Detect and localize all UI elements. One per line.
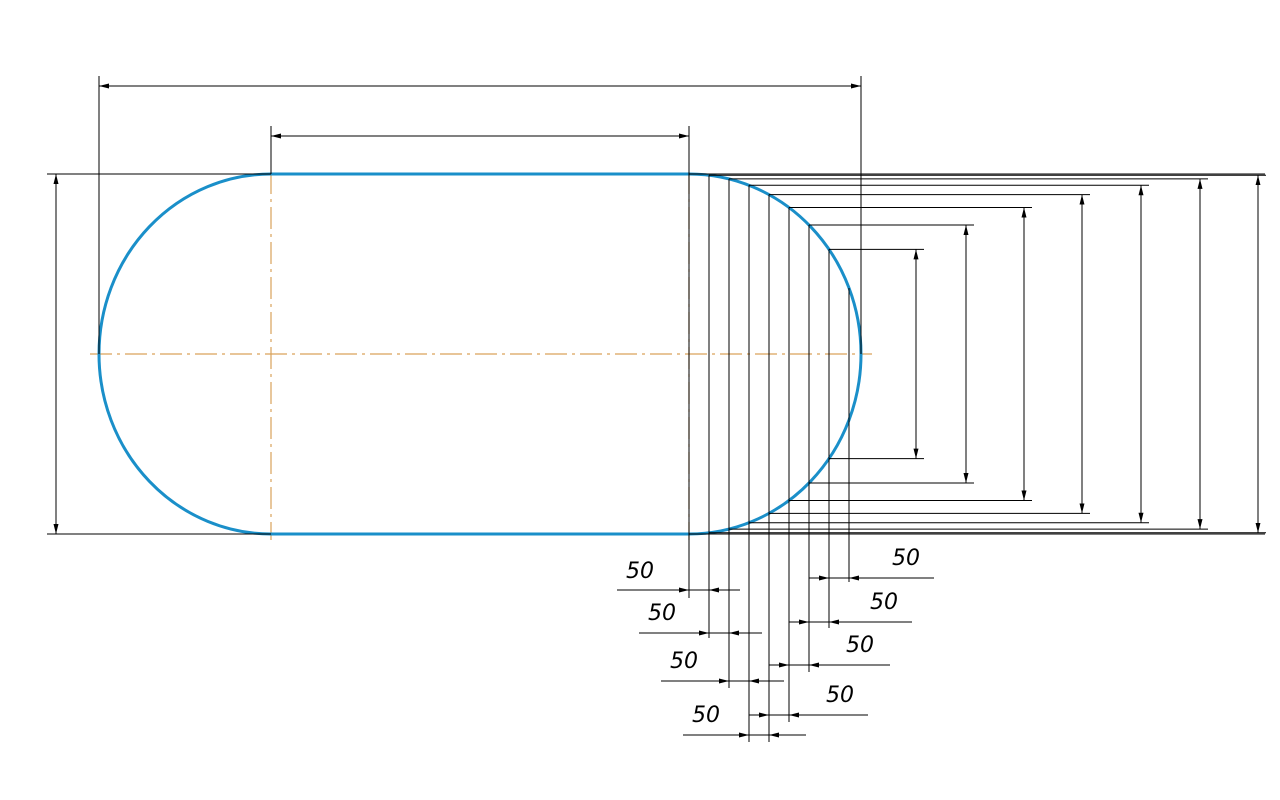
step-dimension-label: 50 (826, 683, 854, 708)
step-dimensions: 50 50 50 50 50 50 50 50 (617, 174, 934, 742)
overall-width-dimension (47, 173, 271, 535)
center-distance-dimension (270, 126, 690, 174)
overall-length-dimension (98, 76, 862, 354)
step-dimension-label: 50 (626, 559, 654, 584)
step-dimension-label: 50 (846, 633, 874, 658)
step-dimension-label: 50 (892, 546, 920, 571)
step-dimension-label: 50 (692, 703, 720, 728)
step-dimension-label: 50 (648, 601, 676, 626)
step-dimension-label: 50 (670, 649, 698, 674)
step-dimension-label: 50 (870, 590, 898, 615)
